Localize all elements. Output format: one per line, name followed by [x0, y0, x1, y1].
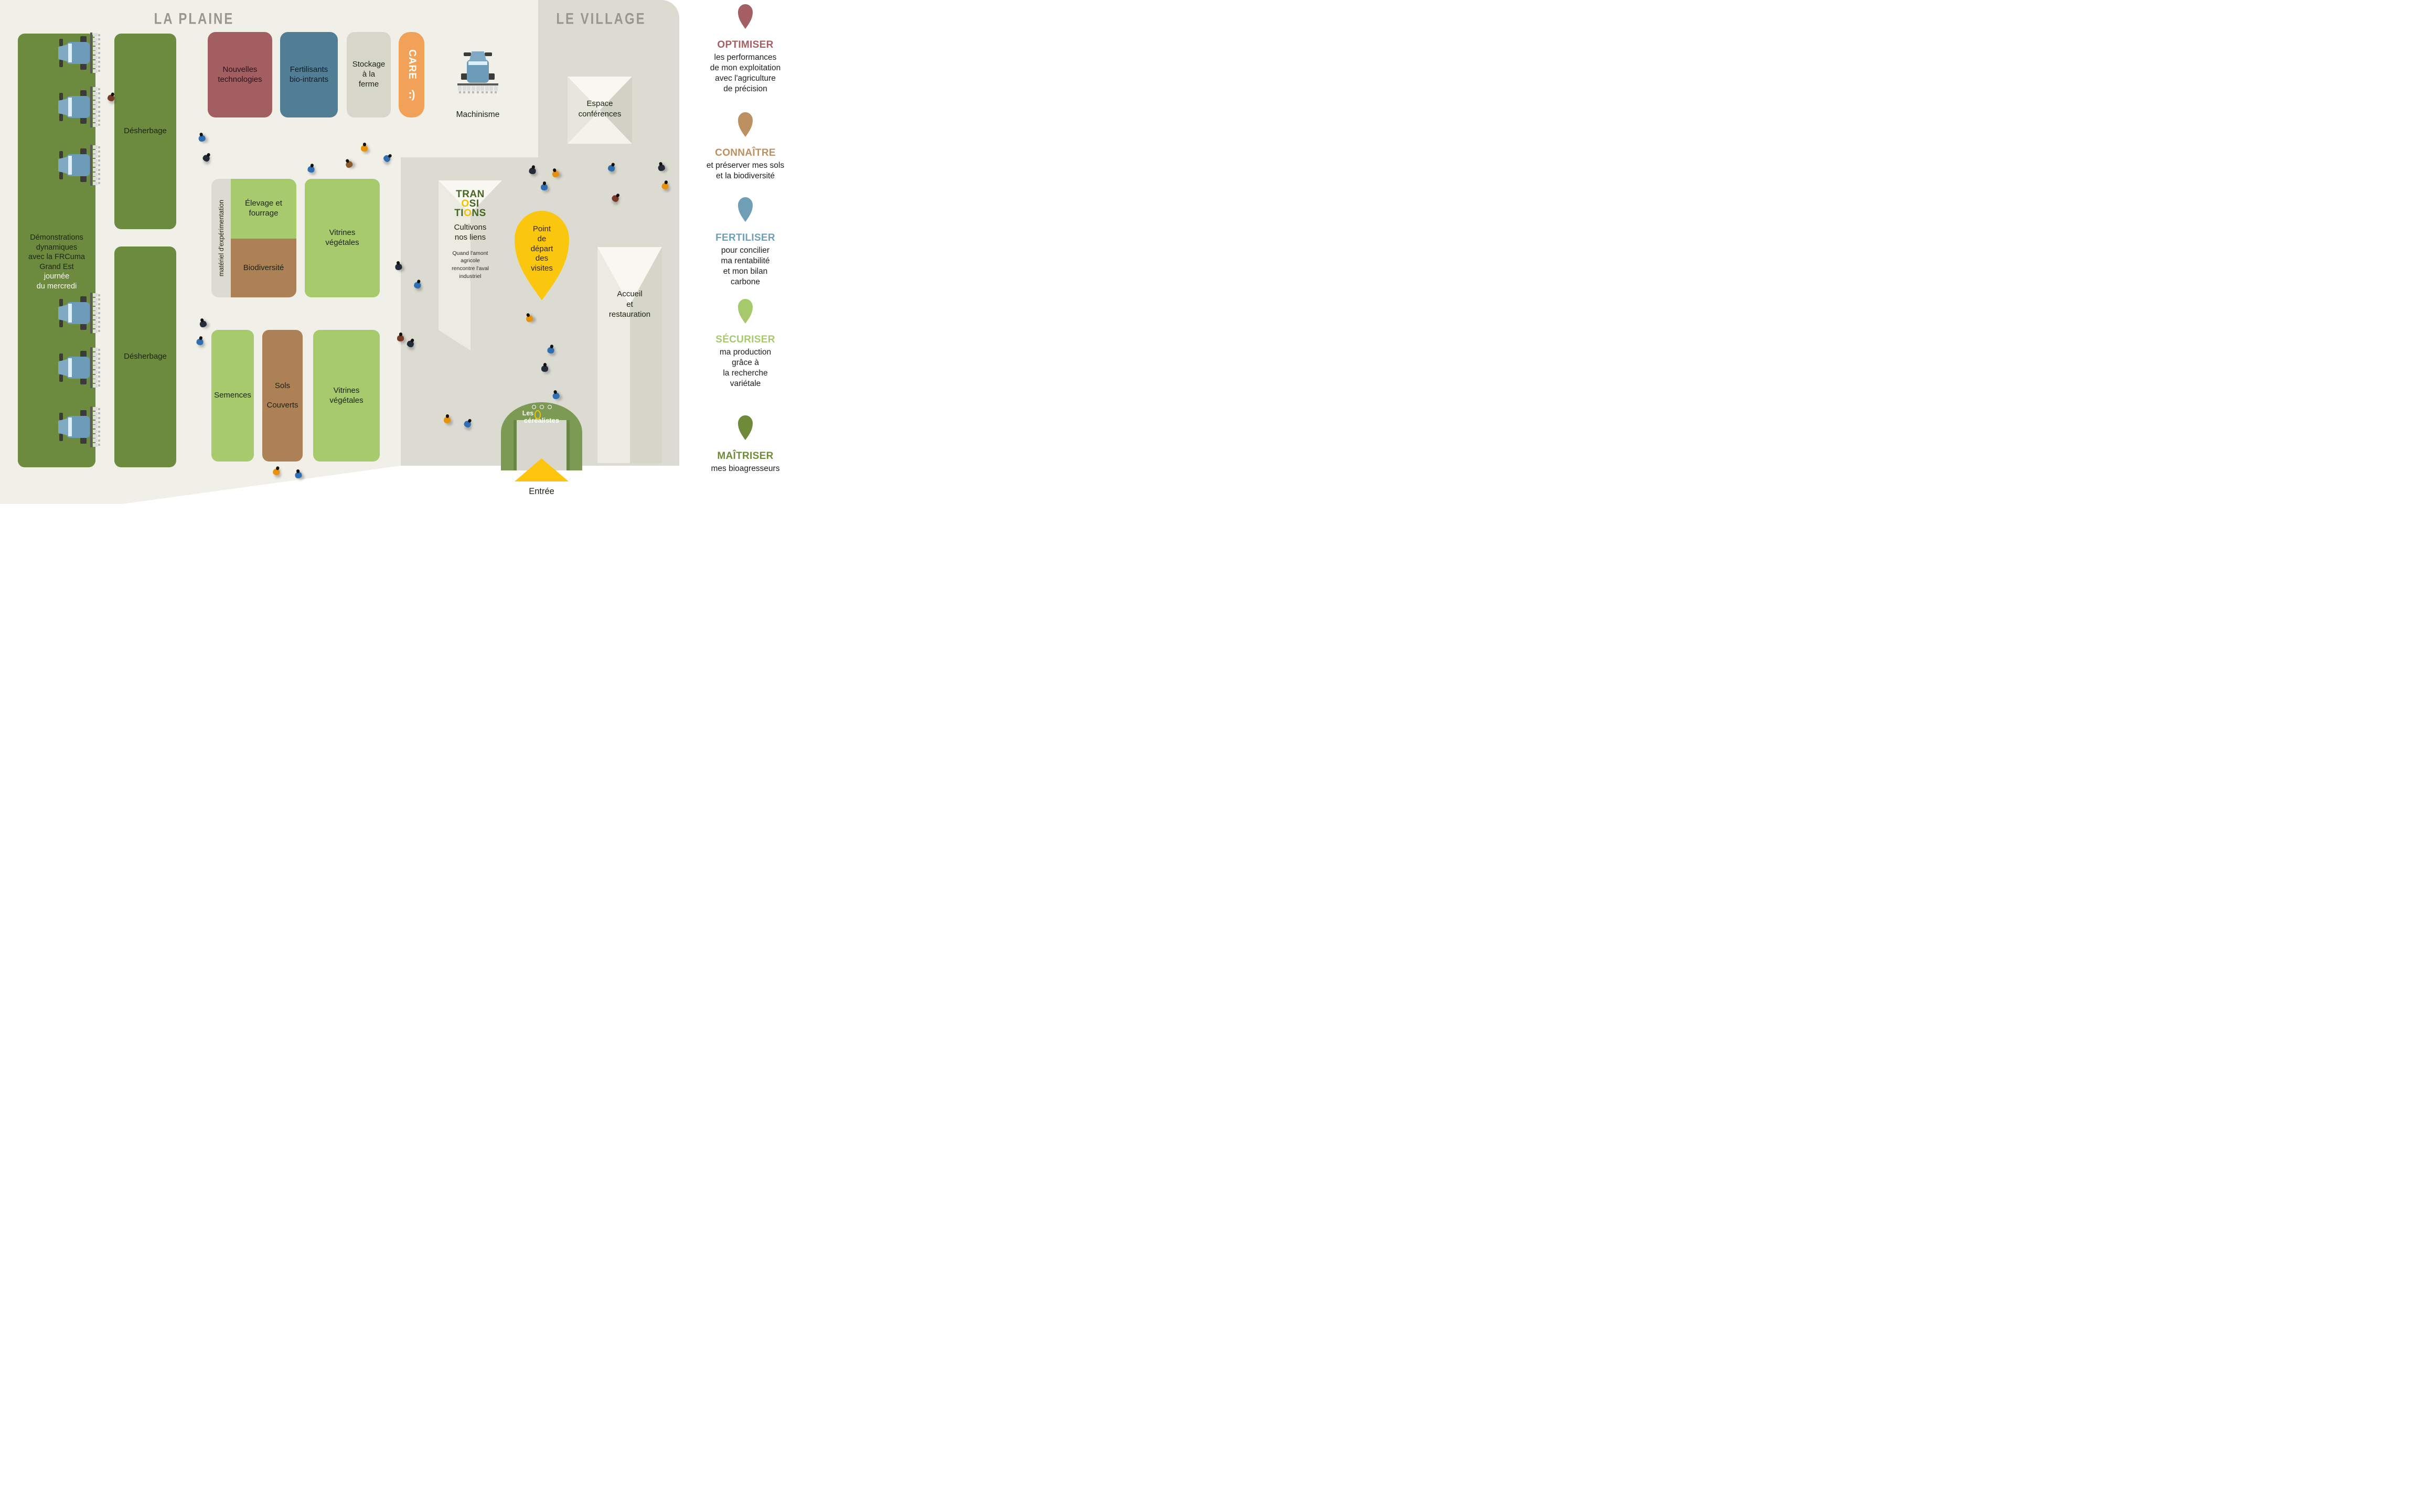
materiel-experimentation-label: matériel d'expérimentation: [217, 199, 225, 277]
event-site-map: LA PLAINE LE VILLAGE Démonstrations dyna…: [0, 0, 809, 504]
transitions-tagline: Cultivons nos liens: [454, 223, 487, 242]
zone-vitrines-vegetales-1: Vitrines végétales: [305, 179, 380, 297]
accueil-label: Accueil et restauration: [608, 289, 651, 319]
nouvelles-technologies-label: Nouvelles technologies: [218, 65, 262, 84]
legend-title-connaitre: CONNAÎTRE: [715, 147, 776, 158]
point-depart-balloon: Point de départ des visites: [515, 211, 569, 302]
teardrop-icon: [738, 197, 753, 222]
transitions-logo-line2: SI: [469, 198, 479, 210]
legend-title-maitriser: MAÎTRISER: [717, 451, 774, 462]
vitrines-vegetales-2-label: Vitrines végétales: [329, 385, 363, 405]
desherbage-1-label: Désherbage: [124, 126, 167, 136]
zone-desherbage-1: Désherbage: [114, 34, 176, 229]
zone-biodiversite: Biodiversité: [231, 239, 296, 297]
care-rotated-box: CARE: [406, 49, 418, 80]
stockage-label: Stockage à la ferme: [352, 60, 386, 89]
zone-care: CARE :): [399, 32, 424, 117]
legend-desc-maitriser: mes bioagresseurs: [711, 464, 780, 473]
entree-label: Entrée: [529, 487, 554, 496]
legend-item-optimiser: OPTIMISER les performances de mon exploi…: [682, 4, 809, 95]
fertilisants-label: Fertilisants bio-intrants: [289, 65, 329, 84]
espace-conferences-label: Espace conférences: [578, 99, 622, 119]
transitions-logo-line3b: NS: [472, 208, 486, 219]
legend-desc-connaitre: et préserver mes sols et la biodiversité: [706, 161, 785, 181]
care-smiley-icon: :): [408, 88, 415, 101]
elevage-label: Élevage et fourrage: [245, 199, 282, 218]
zone-nouvelles-technologies: Nouvelles technologies: [208, 32, 272, 117]
zone-materiel-experimentation: matériel d'expérimentation: [211, 179, 231, 297]
building-left-face: [439, 180, 471, 350]
zone-desherbage-2: Désherbage: [114, 246, 176, 467]
care-label: CARE: [406, 49, 418, 80]
village-zone-title: LE VILLAGE: [556, 10, 646, 28]
demonstrations-label-white: journée du mercredi: [36, 272, 77, 291]
teardrop-icon: [738, 415, 753, 440]
plaine-zone-title: LA PLAINE: [154, 10, 234, 28]
legend-desc-fertiliser: pour concilier ma rentabilité et mon bil…: [721, 246, 770, 287]
legend-desc-optimiser: les performances de mon exploitation ave…: [710, 53, 781, 94]
legend-item-maitriser: MAÎTRISER mes bioagresseurs: [682, 415, 809, 474]
legend-title-securiser: SÉCURISER: [715, 334, 775, 345]
transitions-subtext: Quand l'amont agricole rencontre l'aval …: [452, 250, 489, 280]
transitions-logo-o2: O: [464, 208, 472, 219]
legend-item-securiser: SÉCURISER ma production grâce à la reche…: [682, 299, 809, 390]
arch-pillar-shade-left: [514, 420, 517, 470]
arch-pillar-shade-right: [566, 420, 570, 470]
demonstrations-label: Démonstrations dynamiques avec la FRCuma…: [18, 233, 95, 291]
transitions-logo-o1: O: [461, 198, 469, 210]
teardrop-icon: [738, 112, 753, 137]
cerealistes-logo-cerealistes: céréalistes: [523, 416, 560, 424]
zone-elevage-et-fourrage: Élevage et fourrage: [231, 179, 296, 239]
legend-title-optimiser: OPTIMISER: [717, 39, 774, 50]
semences-label: Semences: [214, 391, 251, 400]
demonstrations-label-dark: Démonstrations dynamiques avec la FRCuma…: [28, 233, 85, 271]
zone-vitrines-vegetales-2: Vitrines végétales: [313, 330, 380, 462]
building-espace-conferences: Espace conférences: [568, 77, 632, 144]
cerealistes-logo-les: Les: [522, 410, 534, 417]
cerealistes-logo-grain-icon: [534, 410, 541, 420]
point-depart-label: Point de départ des visites: [530, 224, 553, 273]
balloon-teardrop-icon: [515, 211, 569, 301]
machinisme-label: Machinisme: [456, 110, 500, 119]
transitions-logo-line3a: TI: [454, 208, 464, 219]
cerealistes-logo: Les céréalistes: [501, 405, 582, 424]
zone-sols-couverts: Sols Couverts: [262, 330, 303, 462]
zone-stockage-a-la-ferme: Stockage à la ferme: [347, 32, 391, 117]
teardrop-icon: [738, 4, 753, 29]
building-transitions: TRAN OSI TIONS Cultivons nos liens Quand…: [439, 180, 502, 350]
transitions-logo-line1: TRAN: [456, 189, 485, 200]
building-right-face: [470, 180, 502, 350]
legend-title-fertiliser: FERTILISER: [715, 232, 775, 243]
zone-semences: Semences: [211, 330, 254, 462]
transitions-content: TRAN OSI TIONS Cultivons nos liens Quand…: [439, 189, 502, 280]
legend-item-connaitre: CONNAÎTRE et préserver mes sols et la bi…: [682, 112, 809, 181]
legend-column: OPTIMISER les performances de mon exploi…: [682, 0, 809, 504]
sols-couverts-label: Sols Couverts: [266, 381, 298, 410]
building-accueil-restauration: Accueil et restauration: [597, 247, 662, 463]
legend-desc-securiser: ma production grâce à la recherche varié…: [719, 348, 772, 389]
biodiversite-label: Biodiversité: [243, 263, 284, 272]
legend-item-fertiliser: FERTILISER pour concilier ma rentabilité…: [682, 197, 809, 288]
desherbage-2-label: Désherbage: [124, 352, 167, 361]
vitrines-vegetales-1-label: Vitrines végétales: [325, 228, 359, 247]
teardrop-icon: [738, 299, 753, 324]
cerealistes-logo-dots-icon: [501, 405, 582, 409]
transitions-logo: TRAN OSI TIONS: [439, 189, 502, 219]
zone-fertilisants-bio-intrants: Fertilisants bio-intrants: [280, 32, 338, 117]
